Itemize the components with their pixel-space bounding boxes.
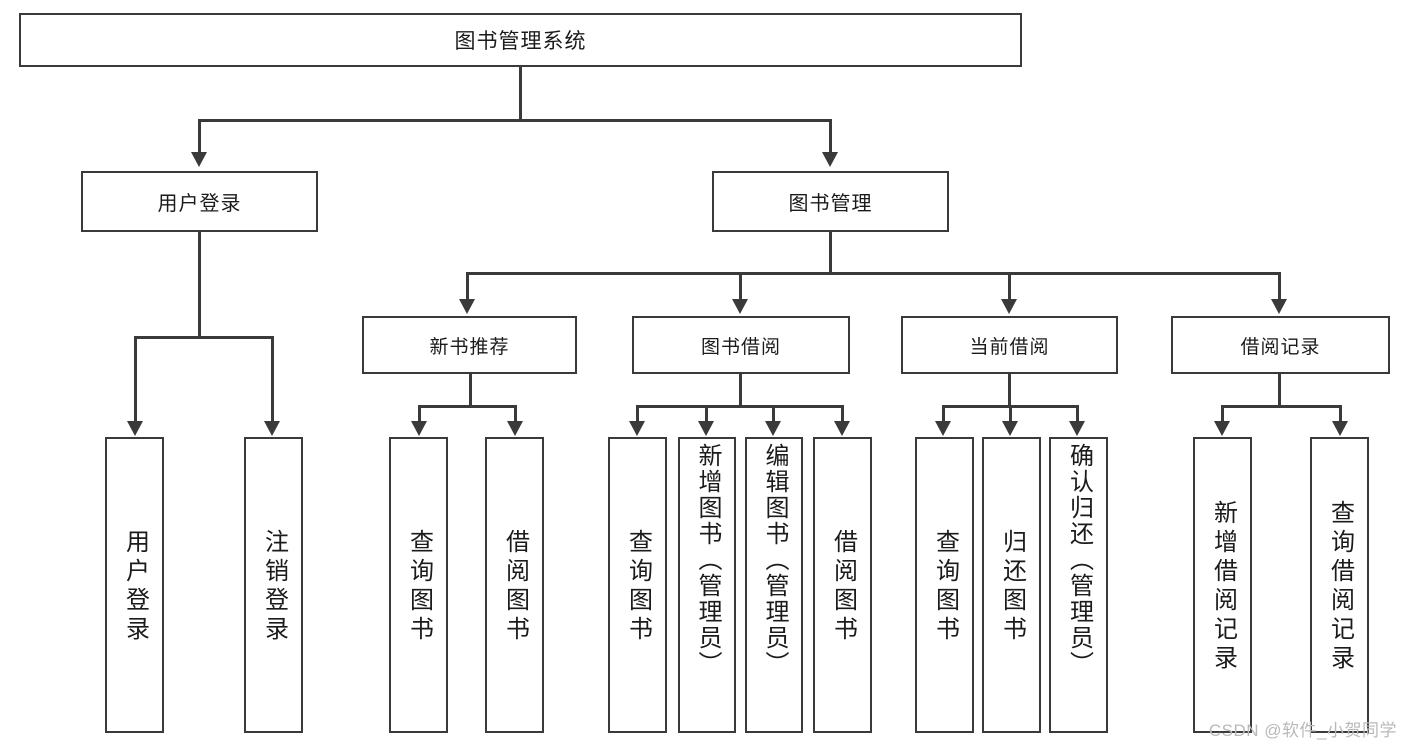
node-label: 图书借阅 bbox=[700, 336, 781, 358]
connector-user-login-bus bbox=[134, 336, 273, 339]
node-label: 新书推荐 bbox=[429, 336, 510, 358]
connector-current-borrow-drop-1 bbox=[942, 405, 945, 422]
node-label: 查询图书 bbox=[405, 529, 433, 645]
connector-book-mgmt-drop-2 bbox=[739, 272, 742, 300]
connector-book-mgmt-stem bbox=[829, 232, 832, 274]
node-label: 图书管理系统 bbox=[454, 30, 587, 53]
node-label: 查询借阅记录 bbox=[1326, 500, 1354, 674]
leaf-user-login[interactable]: 用户登录 bbox=[105, 437, 164, 733]
leaf-borrow-book[interactable]: 借阅图书 bbox=[813, 437, 872, 733]
leaf-logout[interactable]: 注销登录 bbox=[244, 437, 303, 733]
connector-borrow-record-bus bbox=[1221, 405, 1340, 408]
connector-book-borrow-drop-2 bbox=[705, 405, 708, 422]
connector-book-borrow-drop-1 bbox=[636, 405, 639, 422]
connector-new-book-bus bbox=[418, 405, 517, 408]
connector-book-borrow-stem bbox=[739, 374, 742, 407]
arrowhead-current-borrow-leaf-3 bbox=[1069, 421, 1085, 436]
node-label: 借阅记录 bbox=[1240, 336, 1321, 358]
node-label: 新增借阅记录 bbox=[1209, 500, 1237, 674]
node-label: 当前借阅 bbox=[969, 336, 1050, 358]
node-label: 借阅图书 bbox=[829, 529, 857, 645]
arrowhead-new-book bbox=[459, 299, 475, 314]
leaf-query-book-recommend[interactable]: 查询图书 bbox=[389, 437, 448, 733]
arrowhead-user-login-leaf-1 bbox=[127, 421, 143, 436]
connector-new-book-drop-1 bbox=[418, 405, 421, 422]
connector-root-to-book-mgmt bbox=[829, 119, 832, 153]
arrowhead-borrow-record bbox=[1271, 299, 1287, 314]
arrowhead-user-login-leaf-2 bbox=[264, 421, 280, 436]
connector-root-bus bbox=[198, 119, 831, 122]
arrowhead-new-book-leaf-1 bbox=[411, 421, 427, 436]
node-label: 查询图书 bbox=[624, 529, 652, 645]
node-label: 归还图书 bbox=[998, 529, 1026, 645]
connector-new-book-drop-2 bbox=[514, 405, 517, 422]
arrowhead-current-borrow-leaf-1 bbox=[935, 421, 951, 436]
node-root-system[interactable]: 图书管理系统 bbox=[19, 13, 1022, 67]
node-user-login[interactable]: 用户登录 bbox=[81, 171, 318, 232]
connector-root-to-user-login bbox=[198, 119, 201, 153]
leaf-return-book[interactable]: 归还图书 bbox=[982, 437, 1041, 733]
node-new-book-recommend[interactable]: 新书推荐 bbox=[362, 316, 577, 374]
connector-current-borrow-drop-2 bbox=[1009, 405, 1012, 422]
connector-user-login-stem bbox=[198, 232, 201, 337]
arrowhead-current-borrow-leaf-2 bbox=[1002, 421, 1018, 436]
leaf-confirm-return-admin[interactable]: 确认归还（管理员） bbox=[1049, 437, 1108, 733]
node-label: 用户登录 bbox=[121, 529, 149, 645]
connector-borrow-record-drop-1 bbox=[1221, 405, 1224, 422]
node-label: 查询图书 bbox=[931, 529, 959, 645]
leaf-borrow-book-recommend[interactable]: 借阅图书 bbox=[485, 437, 544, 733]
leaf-query-borrow-record[interactable]: 查询借阅记录 bbox=[1310, 437, 1369, 733]
connector-book-mgmt-drop-3 bbox=[1008, 272, 1011, 300]
connector-root-stem bbox=[519, 67, 522, 120]
arrowhead-book-borrow-leaf-4 bbox=[834, 421, 850, 436]
connector-current-borrow-drop-3 bbox=[1076, 405, 1079, 422]
arrowhead-user-login bbox=[191, 152, 207, 167]
connector-book-mgmt-bus bbox=[466, 272, 1281, 275]
arrowhead-new-book-leaf-2 bbox=[507, 421, 523, 436]
node-book-management[interactable]: 图书管理 bbox=[712, 171, 949, 232]
connector-user-login-drop-1 bbox=[134, 336, 137, 422]
connector-book-mgmt-drop-1 bbox=[466, 272, 469, 300]
connector-book-borrow-drop-4 bbox=[841, 405, 844, 422]
connector-book-borrow-drop-3 bbox=[772, 405, 775, 422]
node-book-borrow[interactable]: 图书借阅 bbox=[632, 316, 850, 374]
arrowhead-book-borrow-leaf-1 bbox=[629, 421, 645, 436]
arrowhead-book-borrow-leaf-2 bbox=[698, 421, 714, 436]
leaf-query-book-borrow[interactable]: 查询图书 bbox=[608, 437, 667, 733]
node-current-borrow[interactable]: 当前借阅 bbox=[901, 316, 1118, 374]
node-label: 图书管理 bbox=[788, 193, 873, 215]
leaf-add-book-admin[interactable]: 新增图书（管理员） bbox=[678, 437, 736, 733]
arrowhead-book-borrow bbox=[732, 299, 748, 314]
node-label: 注销登录 bbox=[260, 529, 288, 645]
node-label: 用户登录 bbox=[157, 193, 242, 215]
arrowhead-borrow-record-leaf-2 bbox=[1332, 421, 1348, 436]
arrowhead-borrow-record-leaf-1 bbox=[1214, 421, 1230, 436]
arrowhead-book-borrow-leaf-3 bbox=[765, 421, 781, 436]
connector-user-login-drop-2 bbox=[271, 336, 274, 422]
arrowhead-book-mgmt bbox=[822, 152, 838, 167]
connector-new-book-stem bbox=[469, 374, 472, 407]
leaf-query-book-current[interactable]: 查询图书 bbox=[915, 437, 974, 733]
leaf-edit-book-admin[interactable]: 编辑图书（管理员） bbox=[745, 437, 803, 733]
connector-book-borrow-bus bbox=[636, 405, 844, 408]
node-label: 借阅图书 bbox=[501, 529, 529, 645]
connector-borrow-record-drop-2 bbox=[1339, 405, 1342, 422]
connector-book-mgmt-drop-4 bbox=[1278, 272, 1281, 300]
node-borrow-record[interactable]: 借阅记录 bbox=[1171, 316, 1390, 374]
connector-borrow-record-stem bbox=[1278, 374, 1281, 407]
node-label: 编辑图书（管理员） bbox=[761, 443, 788, 677]
connector-current-borrow-stem bbox=[1008, 374, 1011, 407]
arrowhead-current-borrow bbox=[1001, 299, 1017, 314]
leaf-add-borrow-record[interactable]: 新增借阅记录 bbox=[1193, 437, 1252, 733]
node-label: 新增图书（管理员） bbox=[694, 443, 721, 677]
node-label: 确认归还（管理员） bbox=[1065, 443, 1093, 677]
